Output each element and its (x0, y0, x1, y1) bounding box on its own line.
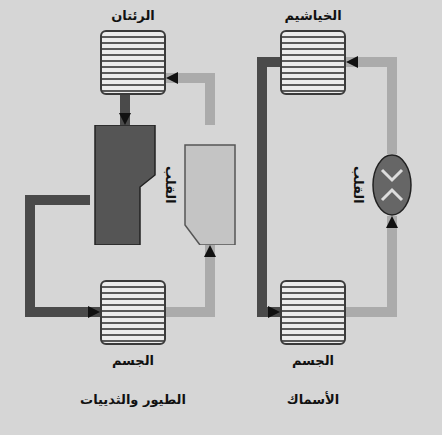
blood-flow-arrow (346, 216, 392, 312)
blood-flow-arrow (166, 78, 210, 125)
heart-chambers: القلب (90, 125, 240, 245)
organ-label: الرئتان (111, 8, 155, 24)
capillary-bed: الجسم (280, 280, 346, 345)
blood-flow-arrow (346, 62, 392, 154)
organ-label: القلب (350, 166, 366, 204)
blood-flow-arrow (262, 62, 280, 312)
heart-illustration (372, 154, 412, 216)
organ-label: الجسم (112, 353, 154, 369)
blood-flow-arrow (120, 95, 130, 125)
blood-flow-arrow (166, 245, 210, 312)
heart-valves (382, 170, 402, 200)
group-caption: الأسماك (287, 392, 339, 407)
organ-label: الخياشيم (284, 8, 341, 24)
group-caption: الطيور والثدييات (80, 392, 186, 407)
capillary-bed: الخياشيم (280, 30, 346, 95)
organ-label: القلب (162, 166, 178, 204)
heart-right-chamber (185, 145, 235, 245)
capillary-bed: الرئتان (100, 30, 166, 95)
blood-flow-arrow (30, 200, 100, 312)
heart-ellipse (373, 155, 411, 215)
heart-chamber: القلب (372, 154, 412, 216)
heart-left-chamber (95, 125, 155, 245)
organ-label: الجسم (292, 353, 334, 369)
capillary-bed: الجسم (100, 280, 166, 345)
